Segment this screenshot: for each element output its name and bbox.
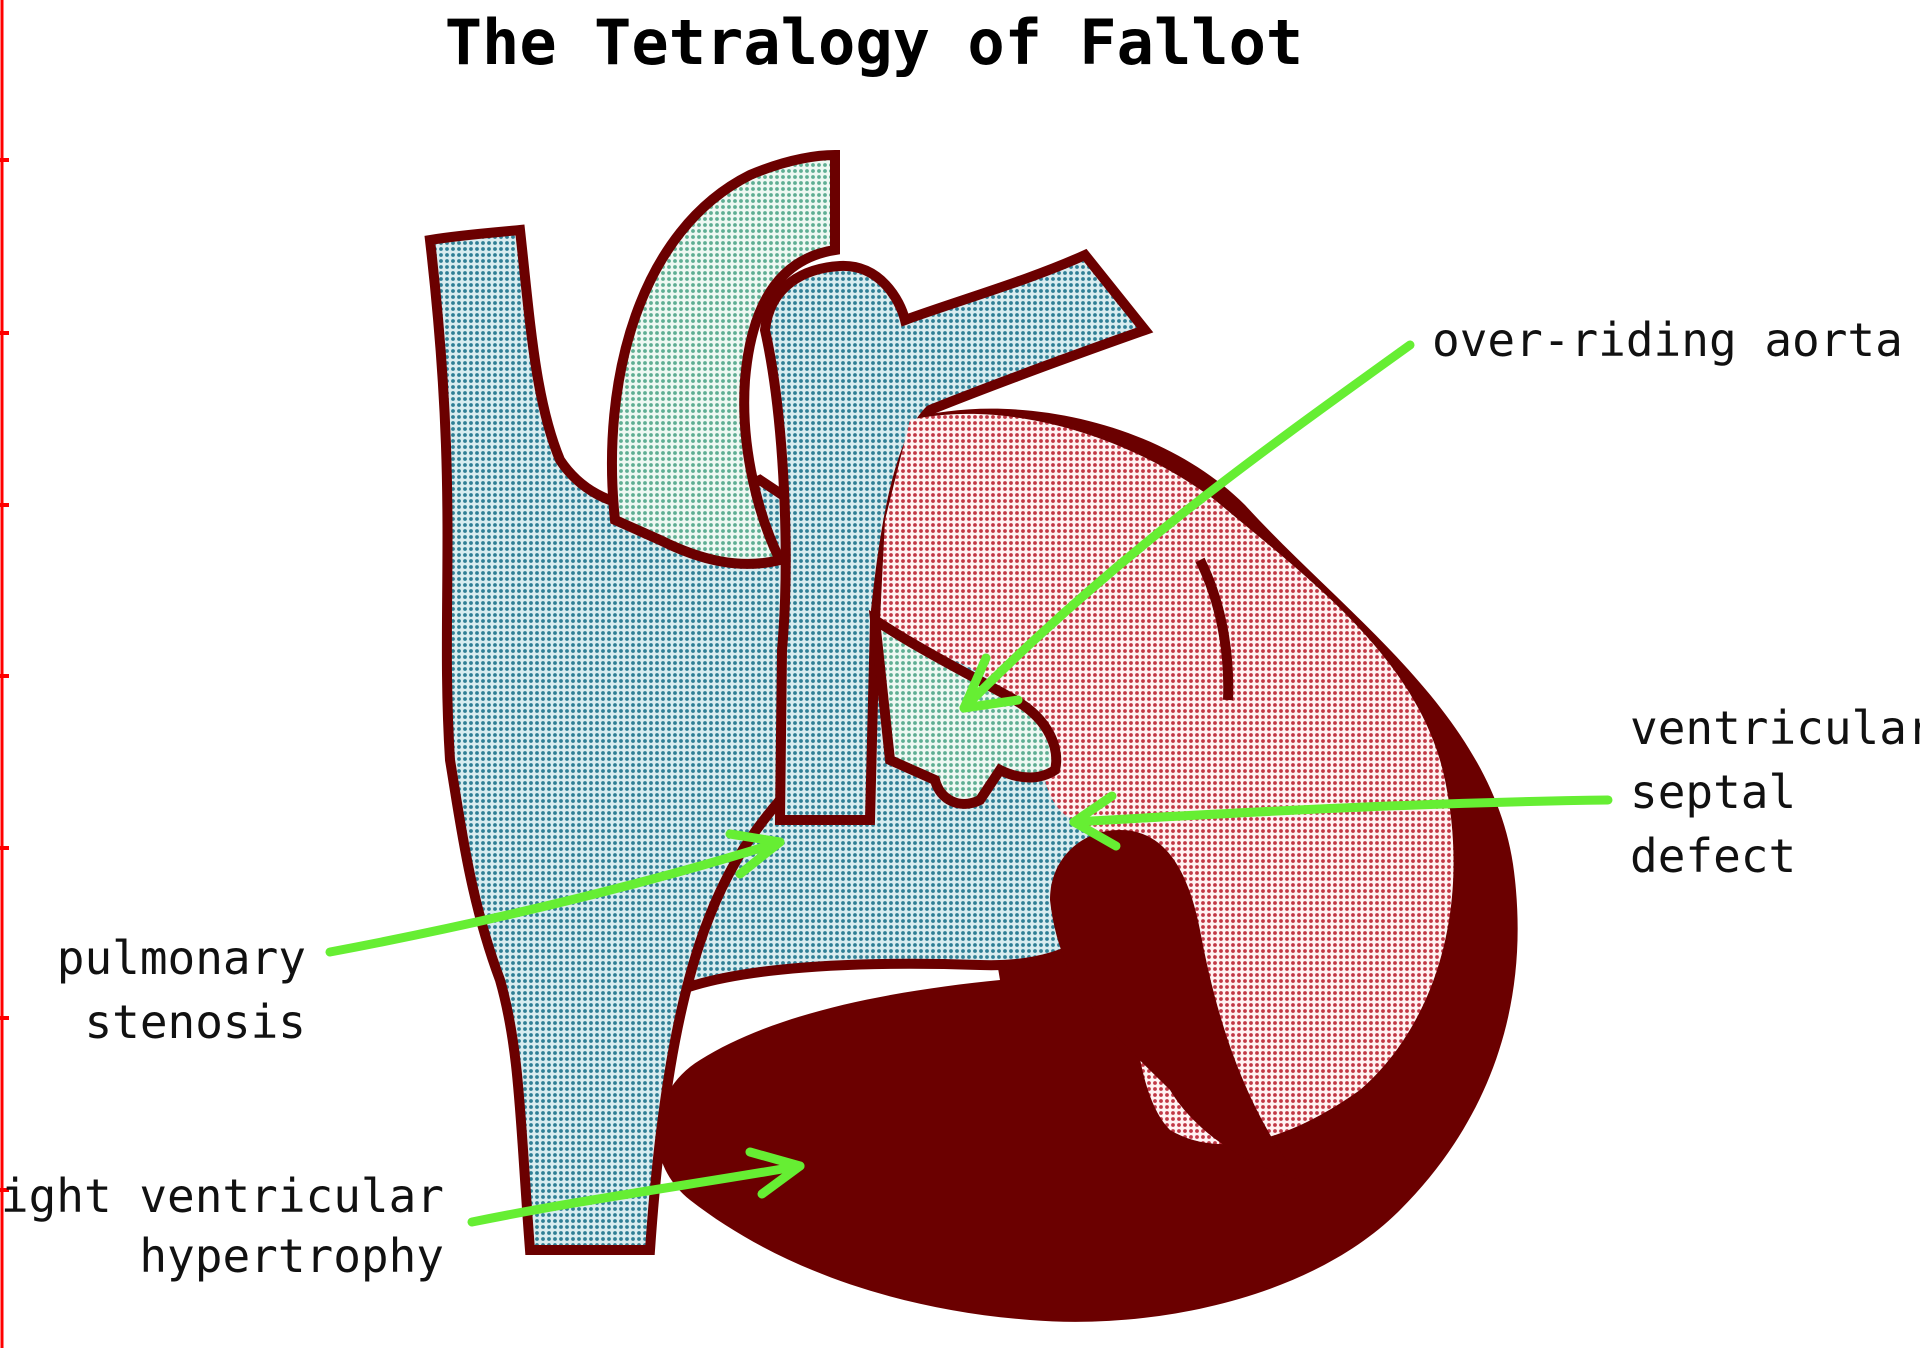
arrow-ventricular-septal-defect	[1069, 791, 1613, 851]
diagram-title: The Tetralogy of Fallot	[445, 6, 1304, 79]
ventricular-septum	[1050, 830, 1300, 1180]
vena-cava	[424, 224, 826, 1255]
label-over-riding-aorta: over-riding aorta	[1432, 313, 1903, 367]
aorta	[606, 149, 840, 569]
heart-outline-curve	[1195, 557, 1234, 701]
label-ventricular-septal-defect-line3: defect	[1630, 829, 1796, 883]
edge-marks	[0, 0, 9, 1348]
pulmonary-trunk	[759, 248, 1154, 825]
label-ventricular-septal-defect-line2: septal	[1630, 765, 1796, 819]
arrow-over-riding-aorta	[959, 340, 1415, 713]
label-right-ventricular-hypertrophy-line2: hypertrophy	[139, 1229, 444, 1283]
label-pulmonary-stenosis-line2: stenosis	[84, 995, 306, 1049]
label-ventricular-septal-defect-line1: ventricular	[1630, 701, 1920, 755]
arrow-pulmonary-stenosis	[325, 829, 785, 957]
heart-illustration	[424, 149, 1518, 1322]
left-ventricle-cavity	[880, 413, 1454, 1145]
label-right-ventricular-hypertrophy-line1: right ventricular	[0, 1169, 444, 1223]
arrow-right-ventricular-hypertrophy	[467, 1147, 805, 1227]
label-pulmonary-stenosis-line1: pulmonary	[57, 931, 306, 985]
